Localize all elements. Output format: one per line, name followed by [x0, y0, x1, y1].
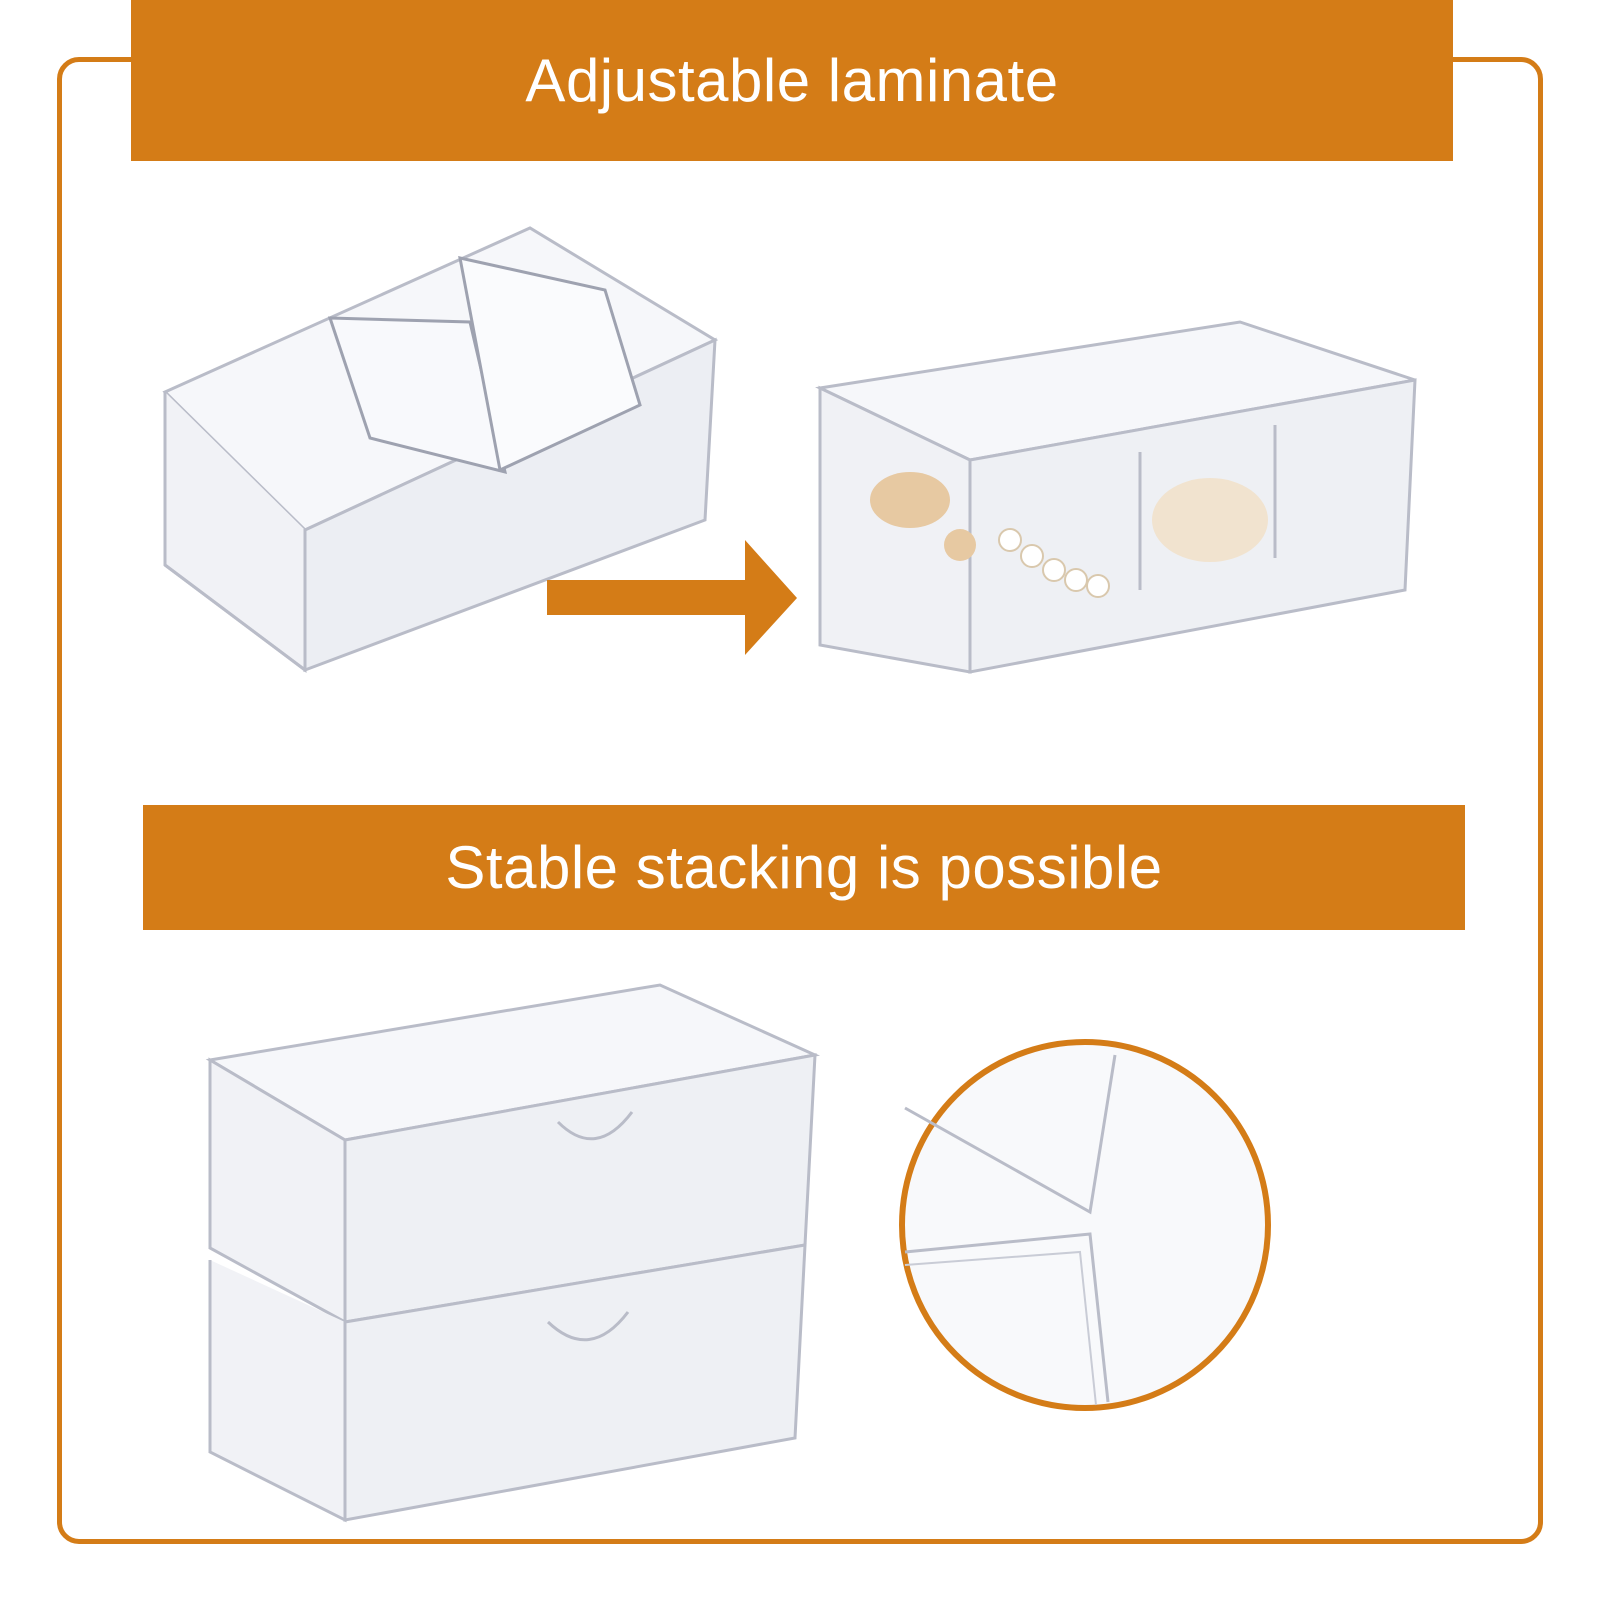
stacked-acrylic-boxes-image [205, 983, 821, 1523]
open-acrylic-box-image [162, 226, 719, 673]
filled-acrylic-box-image [815, 320, 1417, 674]
banner-bottom-text: Stable stacking is possible [445, 834, 1163, 901]
banner-top-text: Adjustable laminate [525, 47, 1059, 114]
banner-stable-stacking: Stable stacking is possible [143, 805, 1465, 930]
arrow-right-icon [547, 540, 797, 655]
banner-adjustable-laminate: Adjustable laminate [131, 0, 1453, 161]
zoom-detail-circle [899, 1039, 1271, 1411]
